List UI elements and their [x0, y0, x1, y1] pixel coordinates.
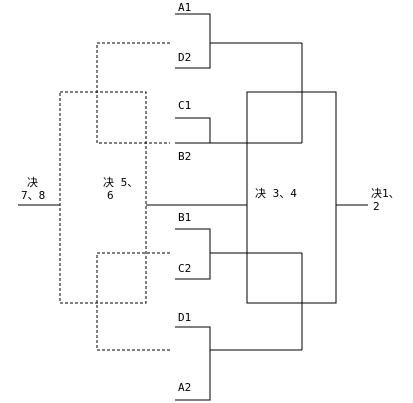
semi-label: 决 3、4 [255, 187, 297, 200]
fifth-label-line1: 决 5、 [103, 176, 138, 189]
team-label-d2: D2 [178, 51, 191, 64]
fifth-label-line2: 6 [107, 189, 114, 202]
match-a1-d2 [175, 13, 302, 69]
team-label-d1: D1 [178, 311, 191, 324]
match-d1-a2 [175, 326, 302, 401]
consolation-lower-bracket [96, 252, 170, 351]
match-b1-c2 [175, 228, 302, 280]
final-label-line2: 2 [373, 200, 380, 213]
consolation-upper-bracket [96, 42, 170, 144]
seventh-label-line2: 7、8 [21, 189, 45, 202]
final-label-line1: 决1、 [371, 187, 400, 200]
fifth-place-box [59, 91, 147, 304]
team-label-b1: B1 [178, 211, 191, 224]
third-place-box [246, 91, 337, 304]
match-c1-b2 [175, 117, 302, 144]
team-label-a1: A1 [178, 1, 191, 14]
team-label-a2: A2 [178, 381, 191, 394]
seventh-label-line1: 决 [27, 176, 38, 189]
team-label-c1: C1 [178, 99, 191, 112]
team-label-b2: B2 [178, 150, 191, 163]
team-label-c2: C2 [178, 262, 191, 275]
